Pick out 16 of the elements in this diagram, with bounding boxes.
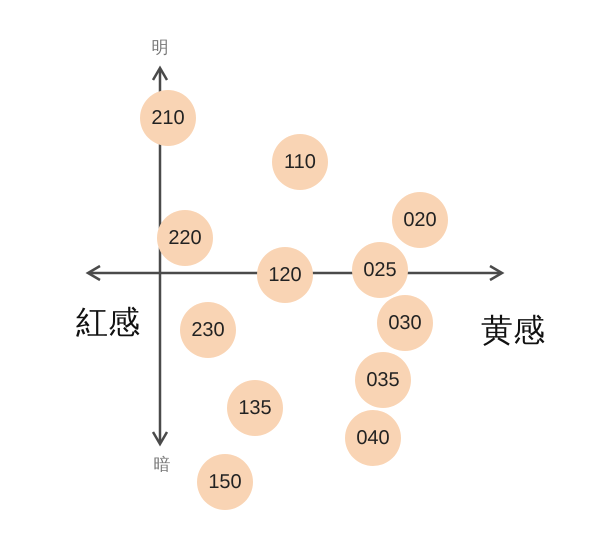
axis-label: 暗 <box>154 456 170 474</box>
axis-label: 紅感 <box>76 306 140 338</box>
shade-circle: 020 <box>392 192 448 248</box>
shade-circle: 110 <box>272 134 328 190</box>
shade-circle: 220 <box>157 210 213 266</box>
shade-circle: 035 <box>355 352 411 408</box>
shade-circle: 030 <box>377 295 433 351</box>
shade-circle: 210 <box>140 90 196 146</box>
shade-circle: 040 <box>345 410 401 466</box>
shade-circle: 120 <box>257 247 313 303</box>
shade-circle: 135 <box>227 380 283 436</box>
axis-label: 明 <box>152 40 168 56</box>
axis-label: 黄感 <box>481 314 545 346</box>
shade-circle: 230 <box>180 302 236 358</box>
shade-circle: 150 <box>197 454 253 510</box>
shade-circle: 025 <box>352 242 408 298</box>
